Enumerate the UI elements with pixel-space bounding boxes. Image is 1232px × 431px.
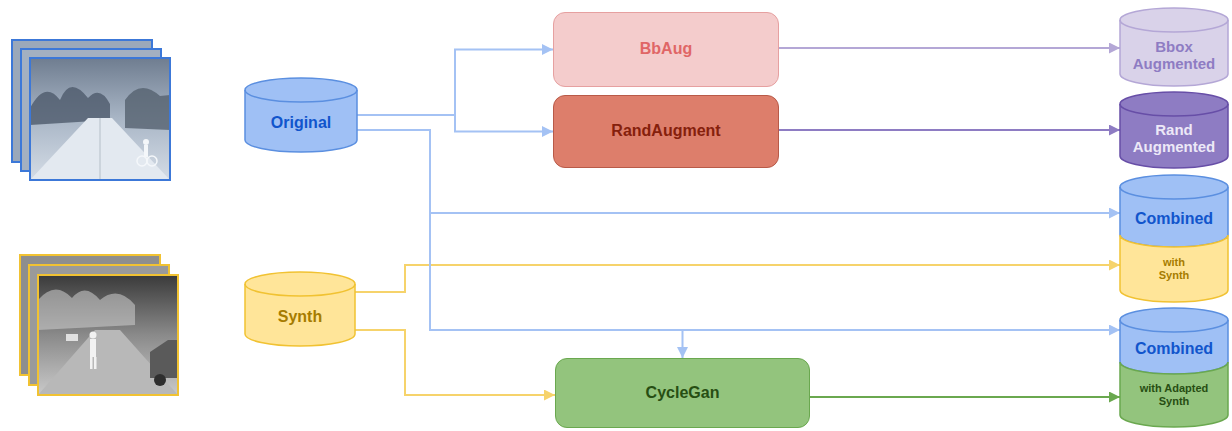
storage-cylinder-top: Combined: [1120, 308, 1228, 374]
node-text: with Synth: [1154, 256, 1194, 281]
storage-cylinder: Bbox Augmented: [1120, 8, 1228, 86]
storage-cylinder: Original: [245, 78, 357, 152]
process-box: BbAug: [553, 12, 779, 87]
storage-cylinder-bottom: with Adapted Synth: [1120, 362, 1228, 427]
connector-arrow: [355, 330, 555, 395]
connector-arrow: [357, 50, 553, 116]
node-text: with Adapted Synth: [1129, 382, 1219, 407]
storage-cylinder: Synth: [245, 272, 355, 346]
node-text: Combined: [1135, 340, 1213, 358]
storage-cylinder: Rand Augmented: [1120, 92, 1228, 168]
node-text: BbAug: [640, 40, 692, 58]
node-text: Original: [271, 114, 331, 132]
node-text: Synth: [278, 308, 322, 326]
node-text: Rand Augmented: [1128, 121, 1220, 156]
storage-cylinder-top: Combined: [1120, 175, 1228, 247]
node-text: Combined: [1135, 210, 1213, 228]
connector-arrow: [779, 129, 1120, 131]
process-box: RandAugment: [553, 95, 779, 168]
node-text: Bbox Augmented: [1128, 38, 1220, 73]
node-text: RandAugment: [611, 122, 720, 140]
process-box: CycleGan: [555, 358, 810, 428]
connector-arrow: [355, 265, 1120, 292]
node-text: CycleGan: [646, 384, 720, 402]
connector-arrow: [779, 47, 1120, 49]
storage-cylinder-bottom: with Synth: [1120, 235, 1228, 302]
connector-arrow: [810, 396, 1120, 398]
